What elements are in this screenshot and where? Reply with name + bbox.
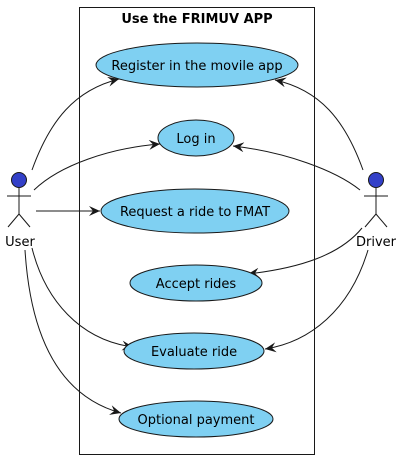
association-user-login: [33, 139, 161, 191]
association-driver-register: [274, 77, 364, 171]
use-case-evaluate-ride[interactable]: Evaluate ride: [123, 332, 265, 370]
association-user-register: [31, 76, 120, 171]
system-title: Use the FRIMUV APP: [121, 12, 272, 27]
use-case-accept-rides[interactable]: Accept rides: [129, 264, 263, 302]
association-user-evaluate: [31, 247, 134, 351]
actor-driver[interactable]: Driver: [356, 172, 397, 251]
association-driver-login: [232, 142, 361, 191]
association-driver-accept: [247, 227, 363, 278]
use-case-evaluate-ride-label: Evaluate ride: [151, 345, 237, 360]
use-case-register[interactable]: Register in the movile app: [95, 42, 299, 88]
use-case-request-ride-label: Request a ride to FMAT: [120, 205, 270, 220]
actor-user-head-icon: [11, 172, 27, 188]
association-user-payment: [24, 249, 122, 415]
use-case-optional-payment-label: Optional payment: [137, 413, 254, 428]
association-driver-evaluate: [264, 249, 369, 353]
actor-user-label: User: [5, 235, 35, 250]
associations: [24, 76, 369, 415]
actor-driver-label: Driver: [356, 235, 397, 250]
use-case-login-label: Log in: [176, 132, 215, 147]
use-case-login[interactable]: Log in: [157, 119, 235, 157]
use-case-accept-rides-label: Accept rides: [156, 277, 237, 292]
actor-user[interactable]: User: [5, 172, 35, 251]
actor-driver-head-icon: [368, 172, 384, 188]
use-case-register-label: Register in the movile app: [111, 59, 282, 74]
use-case-request-ride[interactable]: Request a ride to FMAT: [100, 188, 290, 234]
actor-user-figure-icon: [7, 188, 31, 228]
use-case-optional-payment[interactable]: Optional payment: [118, 400, 274, 438]
actor-driver-figure-icon: [364, 188, 388, 228]
